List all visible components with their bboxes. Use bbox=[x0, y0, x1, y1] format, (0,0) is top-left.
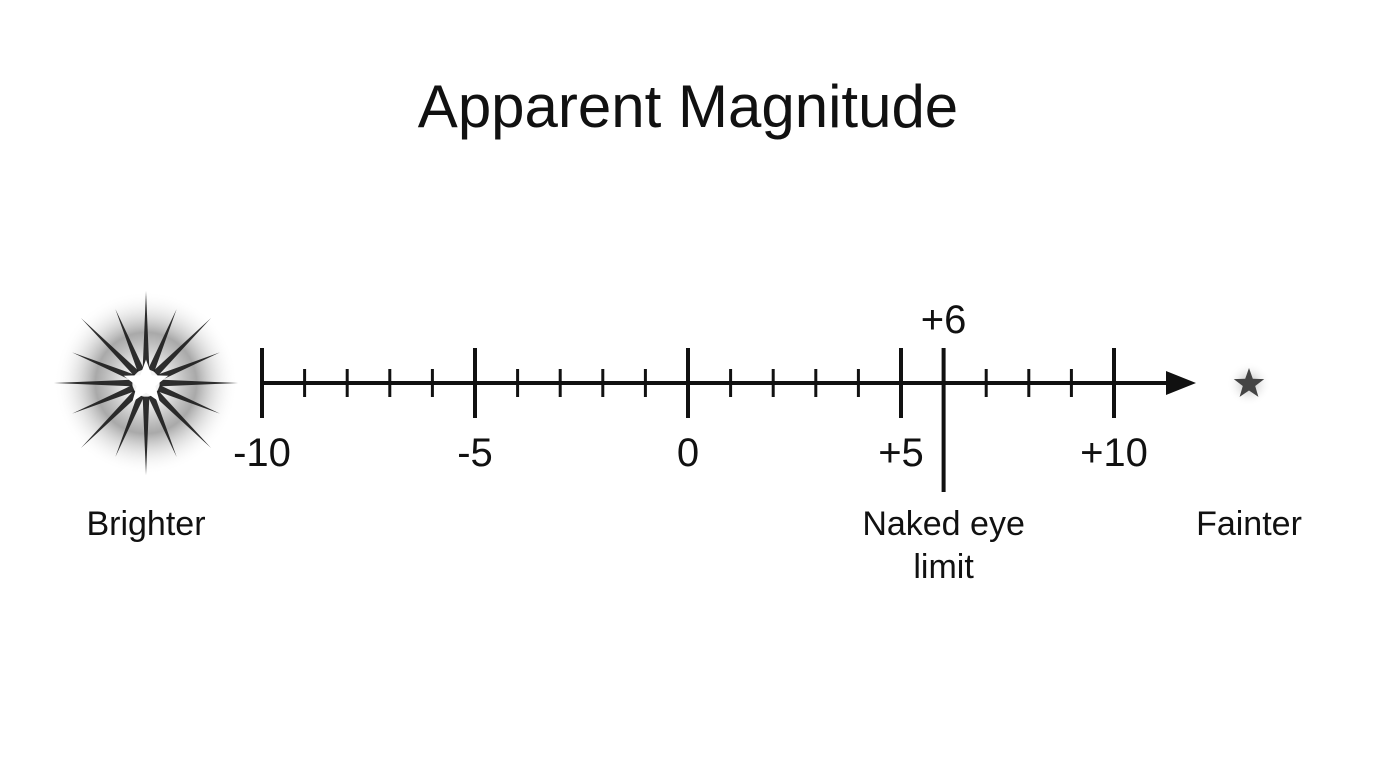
small-dim-star-icon bbox=[1227, 362, 1271, 406]
starburst-ray bbox=[72, 385, 135, 414]
tick-label: +5 bbox=[878, 431, 924, 475]
starburst-ray bbox=[148, 309, 177, 372]
brighter-caption: Brighter bbox=[86, 505, 205, 543]
starburst-ray bbox=[80, 317, 139, 376]
magnitude-axis: -10 -5 0 +5 +10 bbox=[233, 348, 1196, 475]
marker-value-label: +6 bbox=[921, 298, 967, 342]
starburst-ray bbox=[148, 394, 177, 457]
tick-label: -10 bbox=[233, 431, 291, 475]
naked-eye-caption-line1: Naked eye bbox=[862, 505, 1025, 543]
starburst-ray bbox=[115, 309, 144, 372]
naked-eye-limit-marker: +6 Naked eye limit bbox=[862, 298, 1025, 586]
axis-arrow-head bbox=[1166, 371, 1196, 395]
starburst-ray bbox=[157, 385, 220, 414]
starburst-ray bbox=[54, 379, 133, 387]
starburst-ray bbox=[159, 379, 238, 387]
starburst-ray bbox=[153, 390, 212, 449]
naked-eye-caption-line2: limit bbox=[913, 548, 974, 586]
starburst-ray bbox=[72, 352, 135, 381]
tick-label: 0 bbox=[677, 431, 699, 475]
starburst-ray bbox=[80, 390, 139, 449]
tick-label: +10 bbox=[1080, 431, 1148, 475]
starburst-ray bbox=[153, 317, 212, 376]
fainter-caption: Fainter bbox=[1196, 505, 1302, 543]
bright-starburst-icon bbox=[54, 291, 238, 475]
starburst-ray bbox=[157, 352, 220, 381]
starburst-ray bbox=[142, 396, 150, 475]
tick-label: -5 bbox=[457, 431, 493, 475]
diagram-title: Apparent Magnitude bbox=[418, 73, 958, 140]
starburst-ray bbox=[142, 291, 150, 370]
starburst-ray bbox=[115, 394, 144, 457]
